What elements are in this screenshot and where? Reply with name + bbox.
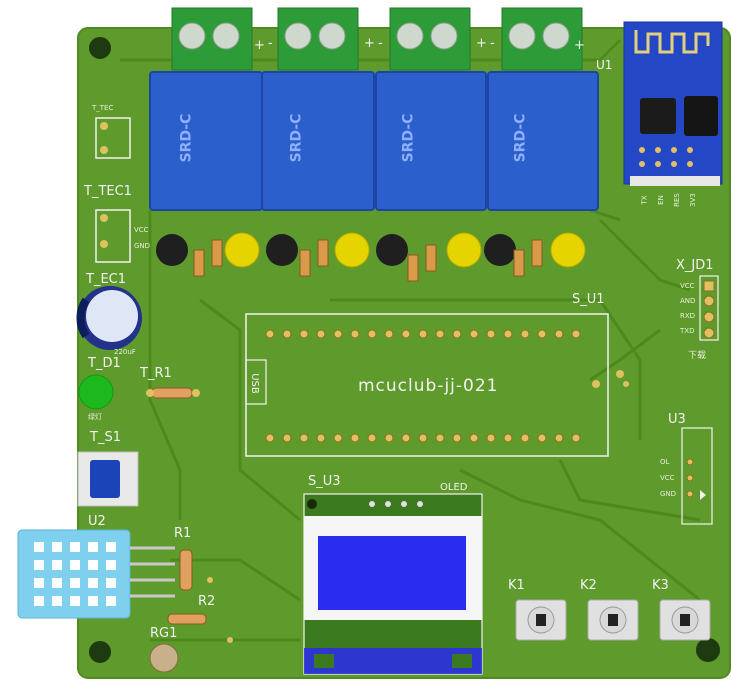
r2-label: R2 <box>198 594 216 609</box>
su3-label: S_U3 <box>308 474 341 489</box>
cap-value: 220uF <box>114 348 136 356</box>
su1-pin-row-top <box>265 329 581 339</box>
d1-label: T_D1 <box>88 356 121 371</box>
u3-pin-gnd: GND <box>660 490 677 498</box>
tact-buttons <box>515 599 711 641</box>
terminal-1-plus: + <box>254 38 265 53</box>
tec-small-label: T_TEC <box>92 104 114 112</box>
relay-3-label: SRD-C <box>400 113 417 163</box>
u3-pins <box>686 458 694 498</box>
electrolytic-cap <box>76 286 142 350</box>
terminal-1-minus: - <box>268 36 273 51</box>
relay-4-label: SRD-C <box>512 113 529 163</box>
esp-pin-res: RES <box>672 193 681 207</box>
su1-pin-row-bottom <box>265 433 581 443</box>
ec1-label: T_EC1 <box>86 272 127 287</box>
xjd1-pin-rxd: RXD <box>680 312 696 320</box>
tec-gnd: GND <box>134 242 151 250</box>
yellow-leds <box>224 232 586 268</box>
u1-label: U1 <box>596 58 613 72</box>
xjd1-pin-vcc: VCC <box>680 282 695 290</box>
r1-label: T_R1 <box>140 366 172 381</box>
green-led <box>78 374 114 410</box>
k2-label: K2 <box>580 578 597 593</box>
tr1-resistor <box>151 387 193 399</box>
oled-label: OLED <box>440 482 468 493</box>
relay-2-label: SRD-C <box>288 113 305 163</box>
xjd1-label: X_JD1 <box>676 258 714 273</box>
terminal-2-minus: - <box>378 36 383 51</box>
relay-1-label: SRD-C <box>178 113 195 163</box>
terminal-4-plus: + <box>574 38 585 53</box>
relays <box>149 71 599 211</box>
terminal-2-plus: + <box>364 36 375 51</box>
terminal-blocks <box>171 7 583 71</box>
d1-sub: 绿灯 <box>88 413 102 421</box>
xjd1-pin-and: AND <box>680 297 696 305</box>
dht-sensor <box>17 529 175 619</box>
vias <box>207 370 629 643</box>
esp-module <box>623 21 723 186</box>
u3-pin-ol: OL <box>660 458 670 466</box>
u3-outline <box>681 427 713 525</box>
mount-holes <box>87 35 722 665</box>
terminal-3-plus: + <box>476 36 487 51</box>
esp-pin-en: EN <box>656 195 665 205</box>
usb-label: USB <box>248 373 260 394</box>
xjd1-pin-txd: TXD <box>680 327 695 335</box>
tec-pads <box>100 122 108 248</box>
xjd1-sub: 下载 <box>688 351 707 361</box>
photoresistor <box>149 643 179 673</box>
terminal-3-minus: - <box>490 36 495 51</box>
esp-pin-tx: TX <box>640 195 649 205</box>
k1-label: K1 <box>508 578 525 593</box>
transistors <box>156 234 516 266</box>
esp-pin-3v3: 3V3 <box>688 193 697 207</box>
r2-resistor <box>167 613 207 625</box>
r1b-label: R1 <box>174 526 192 541</box>
xjd1-pins <box>703 280 715 339</box>
tec-vcc: VCC <box>134 226 149 234</box>
board-title: mcuclub-jj-021 <box>358 376 499 396</box>
su1-label: S_U1 <box>572 292 605 307</box>
k3-label: K3 <box>652 578 669 593</box>
oled-module <box>303 493 483 675</box>
r1-resistor <box>179 549 193 591</box>
s1-label: T_S1 <box>90 430 121 445</box>
u3-pin-vcc: VCC <box>660 474 675 482</box>
tec1-label: T_TEC1 <box>84 184 132 199</box>
small-resistors <box>193 239 543 282</box>
rg1-label: RG1 <box>150 626 178 641</box>
u3-label: U3 <box>668 412 686 427</box>
tec-connectors <box>95 117 131 263</box>
u2-label: U2 <box>88 514 106 529</box>
xjd1-outline <box>699 275 719 341</box>
